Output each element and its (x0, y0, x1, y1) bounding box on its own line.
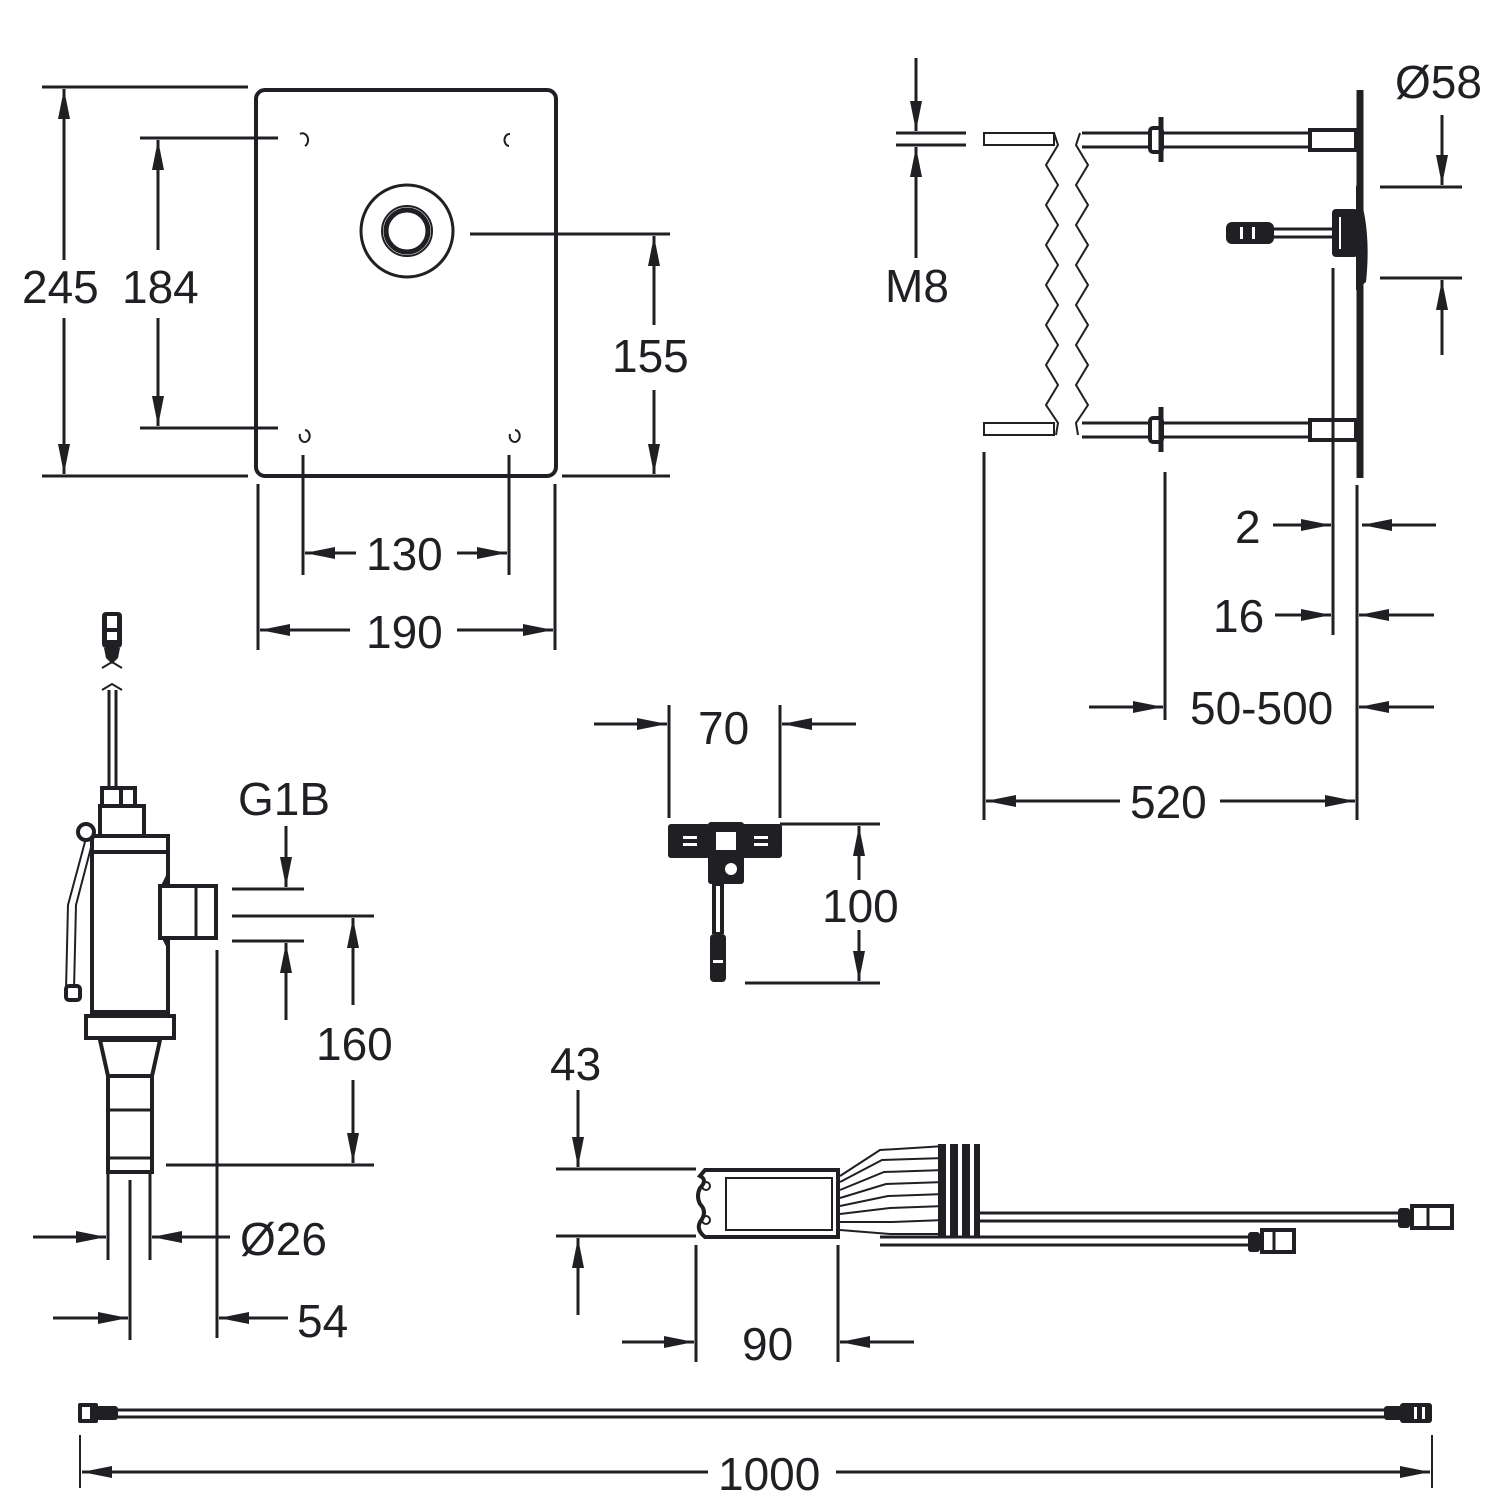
dim-t-connector-height: 100 (822, 880, 899, 932)
dim-module-width: 90 (742, 1318, 793, 1370)
dim-module-height: 43 (550, 1038, 601, 1090)
valve-body (90, 850, 170, 1014)
mounting-side-view: M8 Ø58 2 16 50-500 520 (885, 56, 1482, 828)
threaded-rod-bottom (983, 407, 1358, 452)
dim-valve-height: 160 (316, 1018, 393, 1070)
dim-connection-thread: G1B (238, 773, 330, 825)
dim-hole-spacing-horizontal: 130 (366, 528, 443, 580)
dim-sensor-height: 155 (612, 330, 689, 382)
break-line (1074, 132, 1090, 436)
dim-cover-height: 245 (22, 261, 99, 313)
plug-connector-icon (101, 612, 123, 691)
cable-icon (78, 1403, 1432, 1423)
valve-nut-top (90, 834, 170, 854)
sensor-window-icon (359, 183, 455, 279)
dim-hole-spacing-vertical: 184 (122, 261, 199, 313)
dim-t-connector-width: 70 (698, 702, 749, 754)
valve-inlet (158, 884, 218, 940)
dim-cable-length: 1000 (718, 1448, 820, 1500)
dim-depth: 16 (1213, 590, 1264, 642)
control-module-icon (696, 1168, 840, 1239)
control-module-view: 43 90 (550, 1038, 1454, 1370)
t-connector-view: 70 100 (594, 702, 899, 985)
cover-plate (254, 88, 558, 478)
cable-view: 1000 (78, 1403, 1433, 1500)
dim-sensor-diameter: Ø58 (1395, 56, 1482, 108)
flush-valve-view: G1B 160 Ø26 54 (33, 612, 393, 1347)
dim-cover-width: 190 (366, 606, 443, 658)
dim-wall-range: 50-500 (1190, 682, 1333, 734)
dim-thread: M8 (885, 260, 949, 312)
dim-valve-offset: 54 (297, 1295, 348, 1347)
break-line (1044, 132, 1060, 436)
cover-plate-view: 245 184 155 130 190 (22, 85, 689, 658)
dim-plate-thickness: 2 (1235, 501, 1261, 553)
wire-harness (839, 1144, 1454, 1254)
sensor-connector-icon (1226, 209, 1358, 257)
valve-nut-bottom (84, 1014, 176, 1040)
t-connector-icon (668, 822, 782, 982)
threaded-rod-top (983, 117, 1358, 162)
mounting-hole-icon (298, 132, 521, 443)
dim-overall-length: 520 (1130, 776, 1207, 828)
dim-outlet-diameter: Ø26 (240, 1213, 327, 1265)
